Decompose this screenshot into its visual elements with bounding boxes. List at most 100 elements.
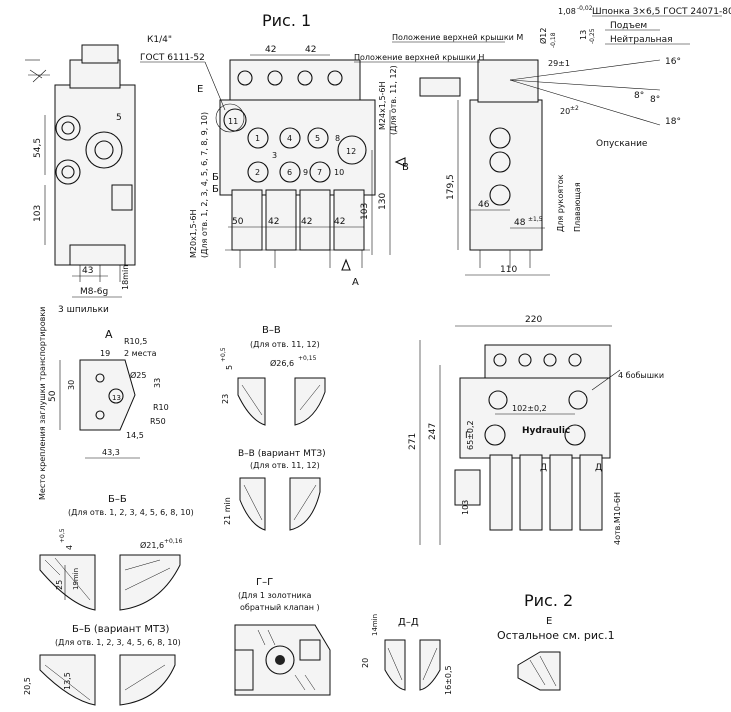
section-bb-mtz-dim-20-5: 20,5 — [23, 677, 32, 695]
hole-3: 3 — [272, 151, 277, 160]
section-v-mark: В — [402, 162, 409, 173]
dim-5-left: 5 — [116, 113, 122, 123]
left-port-lower — [55, 159, 81, 185]
view-a-dim-43-3: 43,3 — [102, 448, 120, 457]
figure-2-label-e: Е — [546, 616, 552, 627]
for-handles-note: Для рукояток — [556, 174, 565, 232]
fig2-body — [459, 377, 611, 459]
spool-section-2 — [265, 189, 297, 251]
port-1 — [247, 127, 269, 149]
port-5 — [307, 127, 329, 149]
dim-110: 110 — [500, 265, 517, 275]
section-vv-title: В–В — [262, 325, 281, 336]
section-vv-mtz-title: В–В (вариант МТЗ) — [238, 449, 326, 459]
view-a-mark: А — [352, 277, 359, 288]
section-d-d: Д–Д 14min 20 16±0,5 — [361, 614, 453, 695]
section-bb-dim-19min: 19min — [72, 568, 80, 590]
view-a-r50: R50 — [150, 417, 166, 426]
section-bb-dim-4: 4 — [65, 545, 74, 550]
section-bb-mtz-note: (Для отв. 1, 2, 3, 4, 5, 6, 8, 10) — [55, 638, 181, 647]
section-bb-mtz-dim-13-5: 13,5 — [63, 672, 72, 690]
section-bb-mtz-title: Б–Б (вариант МТЗ) — [72, 624, 169, 635]
dim-42-bottom-b: 42 — [301, 217, 312, 227]
view-a-r10-5: R10,5 — [124, 337, 147, 346]
angle-8-b: 8° — [650, 95, 660, 105]
section-bb-dim-25: 25 — [55, 580, 64, 590]
gost-k: ГОСТ 6111-52 — [140, 53, 205, 63]
fig2-holes: 4отв.M10-6H — [613, 492, 622, 545]
dim-18min: 18min — [121, 265, 130, 290]
label-e: Е — [197, 84, 203, 95]
view-a: А 50 R10,5 2 места 19 Ø25 30 33 13 R10 R… — [38, 307, 169, 500]
dim-42-bottom-a: 42 — [268, 217, 279, 227]
m24-holes-note: (Для отв. 11, 12) — [389, 65, 398, 135]
section-gg-note-1: (Для 1 золотника — [238, 591, 312, 600]
angle-8-a: 8° — [634, 91, 644, 101]
section-b-mark-2: Б — [212, 184, 219, 195]
section-dd-title: Д–Д — [398, 617, 419, 628]
dim-130: 130 — [378, 193, 388, 210]
fig2-dim-220: 220 — [525, 315, 542, 325]
fig2-bosses: 4 бобышки — [618, 371, 664, 380]
dim-103-left: 103 — [33, 205, 43, 222]
fig2-port-right — [564, 424, 586, 446]
fig2-label-d: Д — [540, 463, 547, 473]
view-a-d25: Ø25 — [130, 370, 146, 380]
dim-42-top-a: 42 — [265, 45, 276, 55]
cover-position-m: Положение верхней крышки М — [392, 33, 523, 42]
hole-6: 6 — [287, 168, 292, 177]
section-b-b: Б–Б (Для отв. 1, 2, 3, 4, 5, 6, 8, 10) 2… — [39, 494, 194, 611]
section-vv-dim-23: 23 — [221, 394, 230, 404]
fig2-spool-4 — [579, 454, 603, 531]
fig2-main-view: 220 271 247 65±0,2 102±0,2 103 4 бобышки… — [408, 315, 664, 545]
hole-4: 4 — [287, 134, 292, 143]
dim-179-5: 179,5 — [446, 174, 456, 200]
cover-position-n: Положение верхней крышки Н — [354, 53, 484, 62]
port-7 — [309, 161, 331, 183]
detail-e — [517, 651, 561, 691]
hole-8: 8 — [335, 134, 340, 143]
figure-2-note: Остальное см. рис.1 — [497, 629, 615, 642]
hole-9: 9 — [303, 168, 308, 177]
hole-11: 11 — [228, 117, 238, 126]
section-bb-title: Б–Б — [108, 494, 127, 505]
thread-m8: M8-6g — [80, 287, 108, 297]
fig2-brand: Hydraulic — [522, 426, 570, 436]
section-vv-d26-6: Ø26,6 — [270, 358, 294, 368]
view-a-dim-50: 50 — [48, 390, 58, 402]
right-side-view: Шпонка 3×6,5 ГОСТ 24071-80 1,08 -0,02 Ø1… — [354, 5, 731, 276]
figure-1-title: Рис. 1 — [262, 11, 311, 30]
dim-43-left: 43 — [82, 266, 93, 276]
section-dd-dim-20: 20 — [361, 658, 370, 668]
spool-section-3 — [299, 189, 331, 251]
section-v-v: В–В (Для отв. 11, 12) Ø26,6 +0,15 5 +0,5… — [220, 325, 326, 426]
port-2 — [247, 161, 269, 183]
section-g-g: Г–Г (Для 1 золотника обратный клапан ) — [234, 577, 331, 696]
section-gg-note-2: обратный клапан ) — [240, 603, 320, 612]
port-4 — [279, 127, 301, 149]
fig2-dim-103: 103 — [461, 500, 470, 515]
thread-m20: M20x1,5-6H — [189, 209, 198, 258]
dim-20-right-tol: ±2 — [570, 105, 579, 112]
view-a-dim-13: 13 — [112, 394, 121, 402]
view-a-dim-33: 33 — [153, 378, 162, 388]
left-side-view: 54,5 103 5 43 18min M8-6g 3 шпильки — [25, 44, 136, 315]
spool-section-4 — [333, 189, 365, 251]
view-a-dim-14-5: 14,5 — [126, 431, 144, 440]
dim-54-5: 54,5 — [33, 138, 43, 158]
section-bb-d21-6-tol: +0,16 — [164, 538, 183, 545]
angle-18: 18° — [665, 117, 681, 127]
left-port-upper — [55, 115, 81, 141]
hole-12: 12 — [346, 147, 356, 156]
port-12 — [337, 135, 367, 165]
dim-46: 46 — [478, 200, 490, 210]
section-dd-dim-16: 16±0,5 — [444, 665, 453, 695]
dim-d12: Ø12 — [538, 28, 548, 44]
view-a-r10: R10 — [153, 403, 169, 412]
view-a-places: 2 места — [124, 349, 157, 358]
section-vv-dim-5: 5 — [225, 365, 234, 370]
dim-d12-tol: -0,18 — [550, 32, 557, 48]
dim-48: 48 — [514, 218, 526, 228]
dim-103-main: 103 — [360, 203, 370, 220]
left-body — [54, 84, 136, 266]
